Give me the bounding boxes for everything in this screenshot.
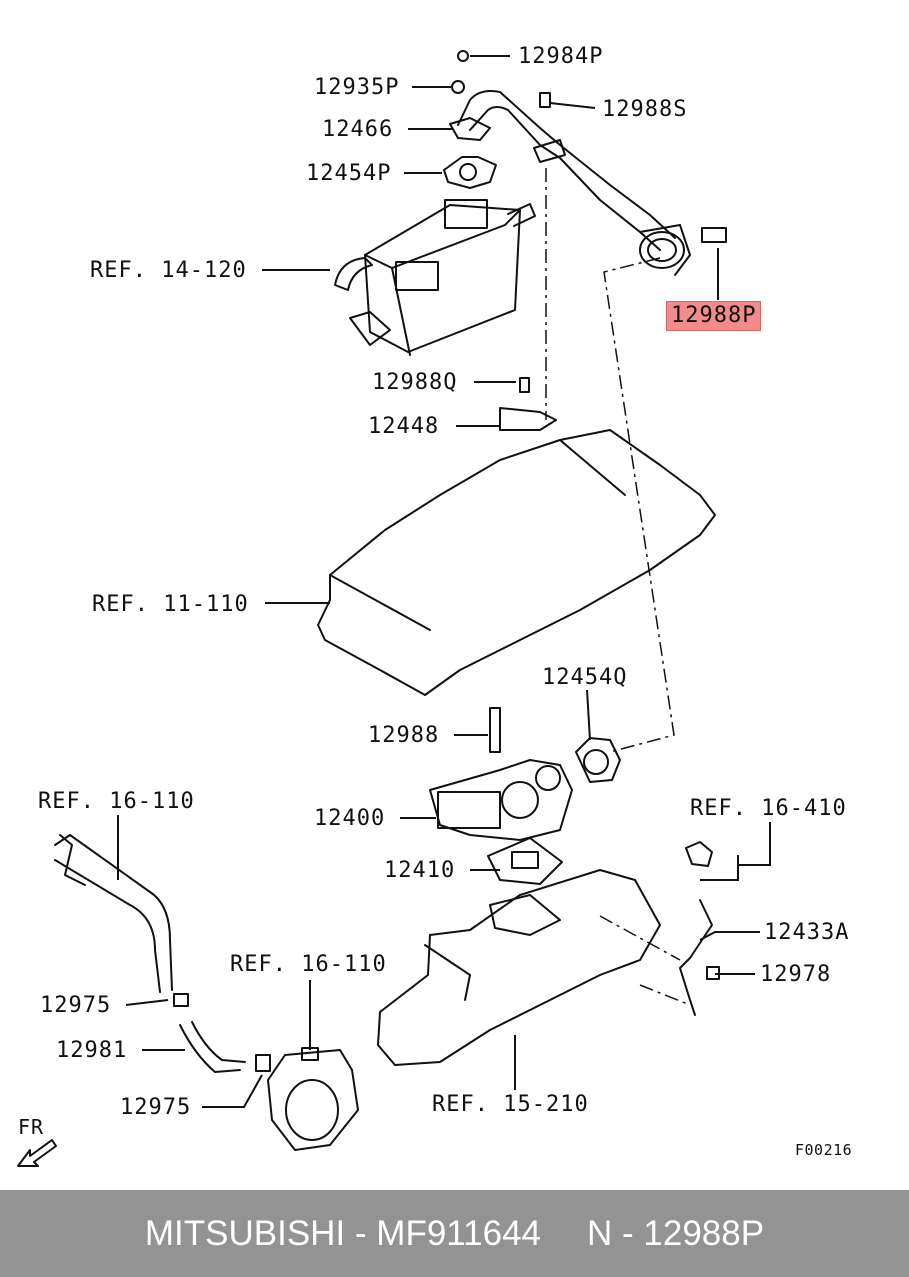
footer-ref-number: N - 12988P (587, 1213, 765, 1253)
cylinder-head (317, 429, 716, 696)
footer-brand-part: MITSUBISHI - MF911644 (144, 1213, 542, 1253)
gasket-12454q (575, 737, 621, 783)
callout-12448: 12448 (368, 414, 440, 439)
callout-12975-b: 12975 (120, 1095, 192, 1120)
alignment-lines (545, 168, 691, 1006)
diagram-drawing (17, 50, 771, 1167)
egr-cooler (334, 199, 536, 356)
fasteners (173, 50, 727, 1072)
callout-12410: 12410 (384, 858, 456, 883)
egr-pipe (449, 90, 691, 276)
parts-diagram: 12984P 12935P 12988S 12466 12454P REF. 1… (17, 44, 853, 1167)
callout-12984p: 12984P (518, 44, 604, 69)
callout-12975-a: 12975 (40, 993, 112, 1018)
egr-valve (429, 759, 573, 841)
callout-12981: 12981 (56, 1038, 128, 1063)
bracket-12448 (499, 407, 557, 431)
callout-12988q: 12988Q (372, 370, 458, 395)
leader-lines (117, 55, 771, 1108)
water-pipe (54, 834, 173, 993)
callout-12988: 12988 (368, 723, 440, 748)
hose-12981 (179, 1021, 246, 1073)
intake-manifold (377, 869, 661, 1066)
gasket-12410 (487, 837, 563, 885)
callout-ref-16-410: REF. 16-410 (690, 796, 847, 821)
callout-12454q: 12454Q (542, 665, 628, 690)
callout-12935p: 12935P (314, 75, 400, 100)
thermostat-housing (267, 1047, 359, 1151)
pipe-12433a (679, 899, 713, 1016)
callout-ref-11-110: REF. 11-110 (92, 592, 249, 617)
callout-12988s: 12988S (602, 97, 688, 122)
callout-ref-16-110-b: REF. 16-110 (230, 952, 387, 977)
callout-ref-15-210: REF. 15-210 (432, 1092, 589, 1117)
direction-label: FR (18, 1115, 45, 1139)
callout-12978: 12978 (760, 962, 832, 987)
callout-12454p: 12454P (306, 161, 392, 186)
gasket-12454p (443, 156, 497, 189)
figure-code: F00216 (795, 1141, 853, 1159)
callout-12400: 12400 (314, 806, 386, 831)
footer-bar: MITSUBISHI - MF911644 N - 12988P (0, 1190, 909, 1277)
callout-ref-16-110-a: REF. 16-110 (38, 789, 195, 814)
callout-12433a: 12433A (764, 920, 850, 945)
callout-ref-14-120: REF. 14-120 (90, 258, 247, 283)
callout-12988p-highlighted: 12988P (666, 301, 762, 331)
front-arrow-icon (17, 1139, 57, 1167)
callout-12466: 12466 (322, 117, 394, 142)
sensor-16-410 (685, 841, 713, 867)
